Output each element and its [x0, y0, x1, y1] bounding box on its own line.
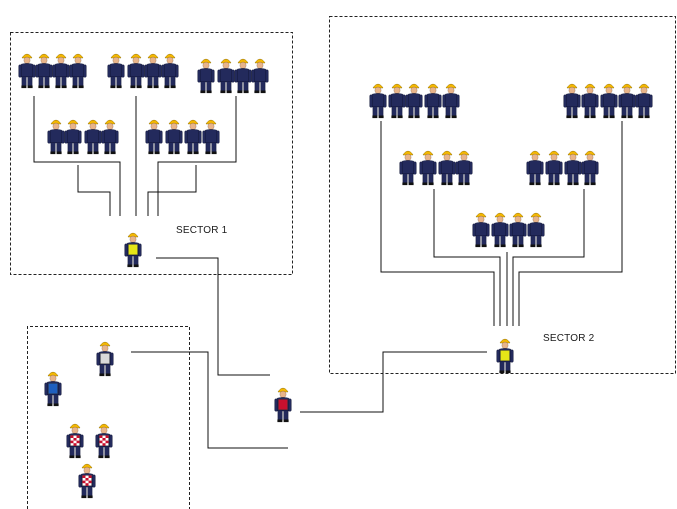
firefighter-icon — [600, 83, 618, 119]
firefighter-icon — [527, 212, 545, 248]
firefighter-icon — [369, 83, 387, 119]
firefighter-icon — [618, 83, 636, 119]
medic-icon — [66, 423, 84, 459]
sector-2-label: SECTOR 2 — [543, 333, 595, 344]
firefighter-icon — [184, 119, 202, 155]
firefighter-icon — [388, 83, 406, 119]
connector-line — [380, 121, 495, 326]
connector-line — [512, 189, 585, 326]
firefighter-icon — [35, 53, 53, 89]
command-staff-icon — [96, 341, 114, 377]
firefighter-icon — [64, 119, 82, 155]
personnel — [18, 53, 653, 499]
sector-leader-icon — [124, 232, 142, 268]
firefighter-icon — [581, 83, 599, 119]
connector-line — [156, 257, 270, 376]
firefighter-icon — [545, 150, 563, 186]
firefighter-icon — [526, 150, 544, 186]
connector-line — [77, 165, 111, 216]
firefighter-icon — [101, 119, 119, 155]
firefighter-icon — [509, 212, 527, 248]
firefighter-icon — [405, 83, 423, 119]
firefighter-icon — [107, 53, 125, 89]
firefighter-icon — [18, 53, 36, 89]
firefighter-icon — [581, 150, 599, 186]
firefighter-icon — [145, 119, 163, 155]
connector-line — [300, 351, 487, 413]
firefighter-icon — [442, 83, 460, 119]
firefighter-icon — [47, 119, 65, 155]
firefighter-icon — [564, 150, 582, 186]
liaison-icon — [44, 371, 62, 407]
incident-commander-icon — [274, 387, 292, 423]
connector-line — [157, 96, 237, 216]
firefighter-icon — [197, 58, 215, 94]
firefighter-icon — [399, 150, 417, 186]
firefighter-icon — [69, 53, 87, 89]
medic-icon — [95, 423, 113, 459]
firefighter-icon — [455, 150, 473, 186]
firefighter-icon — [165, 119, 183, 155]
firefighter-icon — [438, 150, 456, 186]
firefighter-icon — [161, 53, 179, 89]
firefighter-icon — [424, 83, 442, 119]
connector-line — [518, 121, 623, 326]
firefighter-icon — [144, 53, 162, 89]
sector-2-area — [329, 16, 676, 374]
connector-lines — [33, 96, 623, 449]
firefighter-icon — [491, 212, 509, 248]
sector-1-label: SECTOR 1 — [176, 225, 228, 236]
firefighter-icon — [84, 119, 102, 155]
sector-leader-icon — [496, 338, 514, 374]
connector-line — [433, 189, 501, 326]
medic-icon — [78, 463, 96, 499]
firefighter-icon — [217, 58, 235, 94]
firefighter-icon — [251, 58, 269, 94]
connector-line — [131, 351, 288, 449]
firefighter-icon — [419, 150, 437, 186]
firefighter-icon — [563, 83, 581, 119]
firefighter-icon — [52, 53, 70, 89]
firefighter-icon — [472, 212, 490, 248]
firefighter-icon — [635, 83, 653, 119]
connector-line — [147, 165, 197, 216]
command-staff-area — [27, 326, 190, 509]
sector-1-area — [10, 32, 293, 275]
connector-line — [33, 96, 121, 216]
firefighter-icon — [234, 58, 252, 94]
firefighter-icon — [127, 53, 145, 89]
firefighter-icon — [202, 119, 220, 155]
